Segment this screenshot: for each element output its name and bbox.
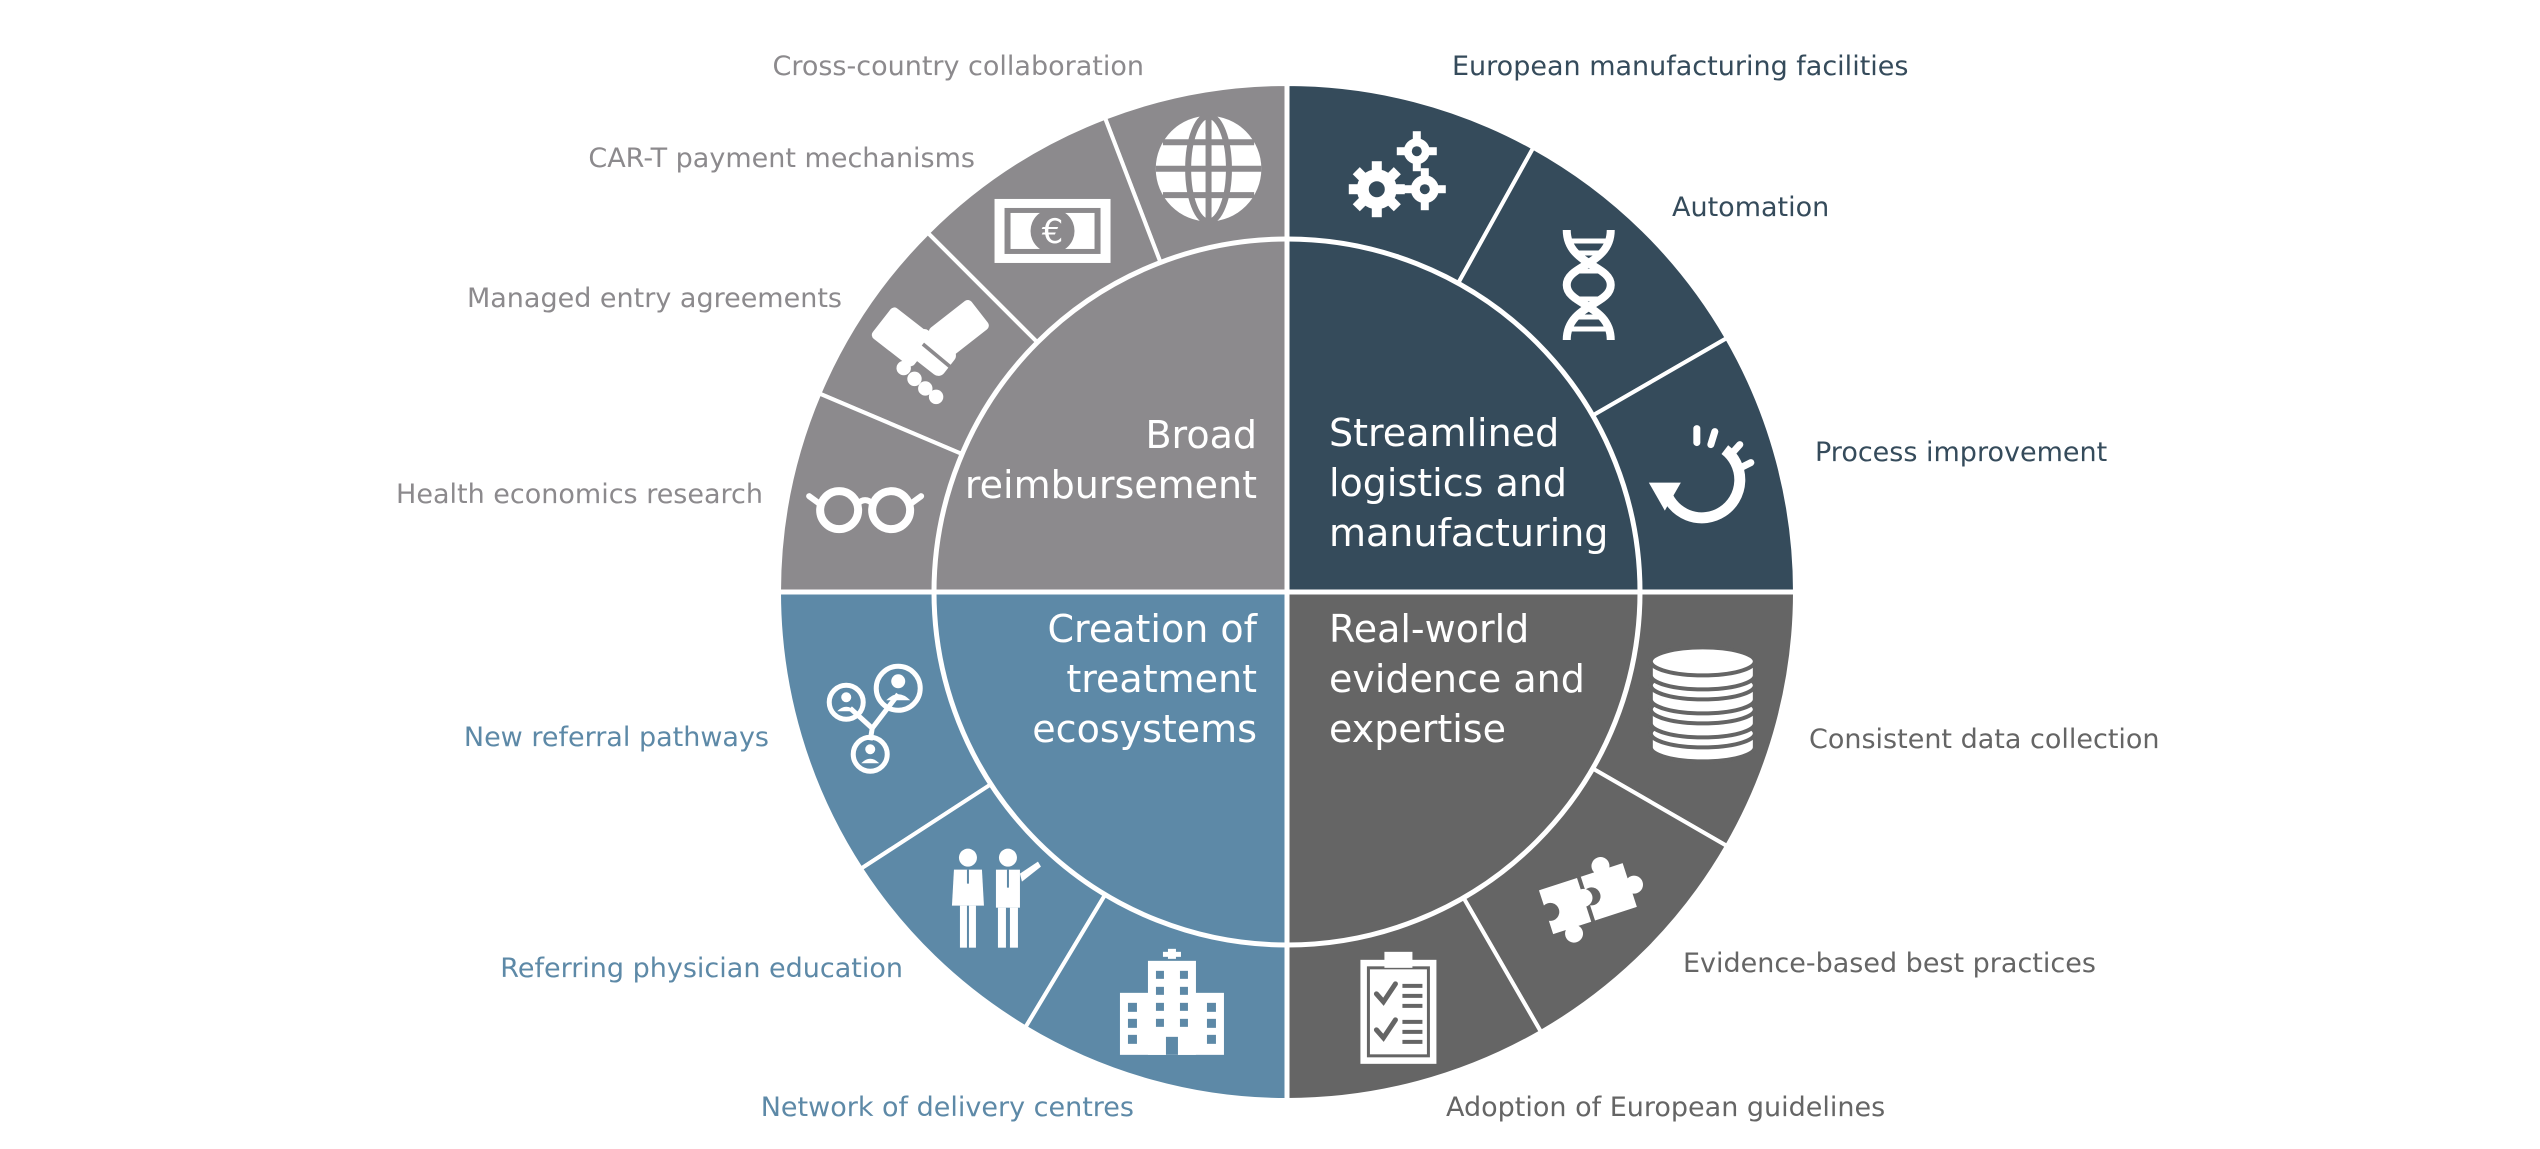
quadrant-reimbursement [776,81,1289,594]
segment-label: European manufacturing facilities [1452,51,1908,82]
segment-label: Consistent data collection [1809,724,2160,755]
clipboard-checklist-icon [1360,952,1436,1064]
inner-ring [931,236,1643,948]
globe-icon [1156,116,1262,222]
quadrant-title-line: manufacturing [1329,511,1608,555]
segment-label: Adoption of European guidelines [1446,1092,1885,1123]
segment-label: Health economics research [396,479,763,510]
quadrant-titles: Broad reimbursement Streamlined logistics a… [965,411,1609,751]
quadrant-title-line: Broad [1145,413,1257,457]
quadrant-title-line: treatment [1066,657,1257,701]
segment-label: New referral pathways [464,722,769,753]
segment-label: Network of delivery centres [761,1092,1134,1123]
euro-banknote-icon [994,198,1111,263]
segment-label: Cross-country collaboration [772,51,1144,82]
quadrant-title-line: expertise [1329,707,1506,751]
quadrant-ecosystems [776,590,1289,1103]
segment-label: Managed entry agreements [467,283,842,314]
segment-label: Process improvement [1815,437,2107,468]
database-icon [1648,645,1757,764]
quadrant-title-line: logistics and [1329,461,1567,505]
quadrant-evidence [1285,590,1798,1103]
quadrant-title-line: evidence and [1329,657,1585,701]
segment-label: Evidence-based best practices [1683,948,2096,979]
quadrant-title-line: ecosystems [1032,707,1257,751]
segment-label: CAR-T payment mechanisms [588,143,975,174]
strategy-wheel [776,81,1798,1103]
segment-label: Automation [1672,192,1829,223]
quadrant-title-line: Creation of [1048,607,1259,651]
quadrant-title-line: Streamlined [1329,411,1559,455]
quadrant-title-line: reimbursement [965,463,1257,507]
quadrant-title-line: Real-world [1329,607,1529,651]
segment-label: Referring physician education [500,953,903,984]
